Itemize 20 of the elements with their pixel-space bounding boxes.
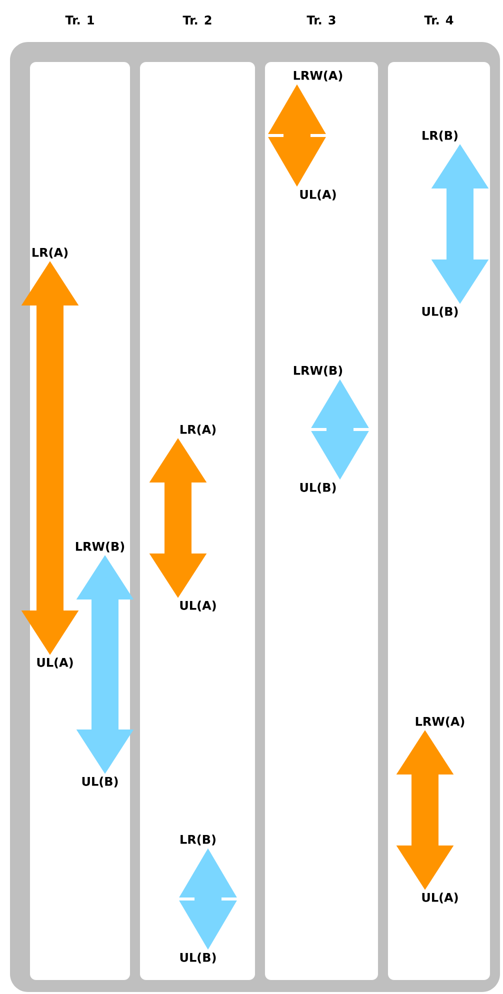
arrow-label: UL(A) [37,658,73,668]
arrow-label: LRW(A) [416,716,464,728]
arrow-label: LR(A) [32,248,68,258]
arrow-label: UL(B) [300,482,336,494]
arrow-label: UL(B) [422,306,458,318]
arrow-label: LR(B) [422,130,458,142]
arrow-label: LR(B) [180,834,216,846]
node-label: Tr. 1 [65,16,94,24]
node-label: Tr. 2 [182,16,212,24]
node-label: Tr. 4 [424,16,454,24]
node-label: Tr. 3 [306,15,336,25]
arrow-label: UL(A) [300,190,336,200]
arrow-label: UL(B) [82,776,118,788]
arrow-label: UL(A) [180,600,216,612]
arrow-label: LRW(B) [294,366,342,376]
arrow-label: LRW(A) [294,70,342,82]
arrow-label: UL(A) [422,892,458,904]
arrow-label: LRW(B) [76,542,124,552]
arrow-label: UL(B) [180,952,216,964]
arrow-label: LR(A) [180,424,216,436]
